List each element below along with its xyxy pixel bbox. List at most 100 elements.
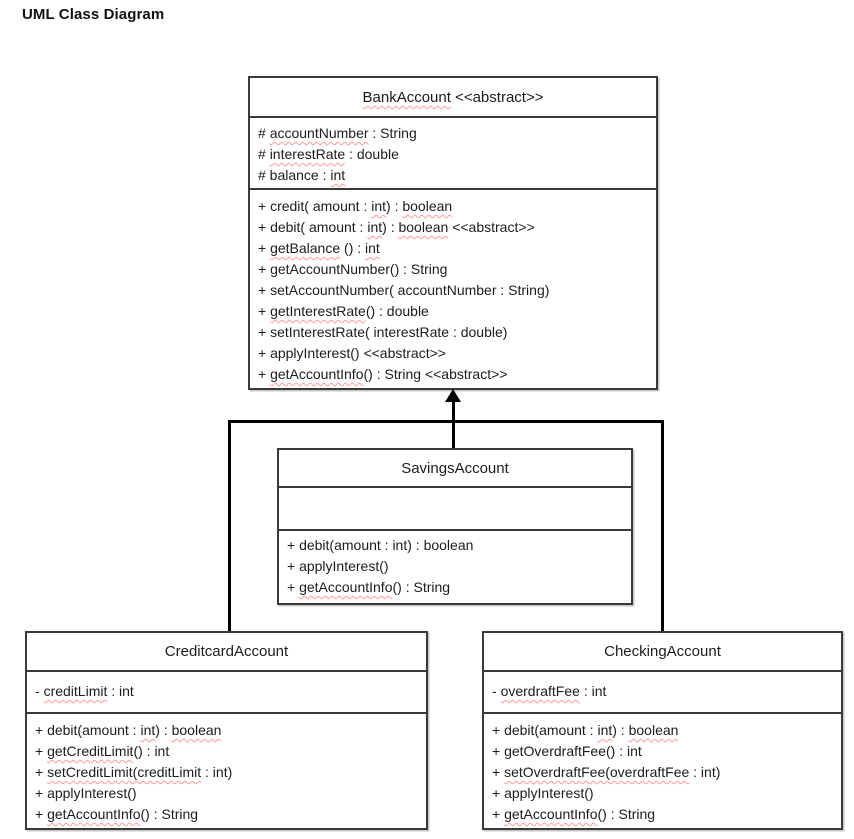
text-segment: # [258, 146, 270, 162]
uml-method-line: + getOverdraftFee() : int [492, 741, 833, 762]
text-segment: - [35, 683, 44, 699]
text-segment: + [258, 240, 271, 256]
misspelled-text: setOverdraftFee(overdraftFee [504, 764, 690, 780]
text-segment: + getOverdraftFee() : int [492, 743, 642, 759]
attributes-compartment: - overdraftFee : int [484, 672, 841, 714]
uml-method-line: + applyInterest() [492, 783, 833, 804]
inheritance-arrow-stem [452, 400, 455, 448]
misspelled-text: BankAccount [362, 89, 451, 106]
page-title: UML Class Diagram [22, 6, 165, 23]
text-segment: # [258, 125, 270, 141]
text-segment: () : String [140, 806, 199, 822]
uml-attribute-line: # accountNumber : String [258, 123, 648, 144]
connector-line-horizontal [228, 420, 664, 423]
uml-method-line: + debit( amount : int) : boolean <<abstr… [258, 217, 648, 238]
uml-method-line: + getAccountInfo() : String [287, 577, 623, 598]
text-segment: CreditcardAccount [164, 643, 289, 660]
uml-method-line: + getAccountInfo() : String <<abstract>> [258, 364, 648, 385]
text-segment: () : String <<abstract>> [363, 366, 508, 382]
class-box-checkingaccount: CheckingAccount - overdraftFee : int + d… [482, 631, 843, 830]
text-segment: # balance : [258, 167, 331, 183]
text-segment: + [258, 303, 271, 319]
text-segment: + [35, 743, 48, 759]
misspelled-text: getInterestRate [270, 303, 366, 319]
misspelled-text: getAccountInfo [47, 806, 141, 822]
misspelled-text: overdraftFee [500, 683, 580, 699]
text-segment: + [35, 764, 48, 780]
uml-method-line: + getInterestRate() : double [258, 301, 648, 322]
text-segment: + [492, 764, 505, 780]
class-title-creditcardaccount: CreditcardAccount [27, 633, 426, 672]
uml-method-line: + applyInterest() [35, 783, 418, 804]
class-box-creditcardaccount: CreditcardAccount - creditLimit : int + … [25, 631, 428, 830]
text-segment: + [287, 579, 300, 595]
text-segment: + setAccountNumber( accountNumber : Stri… [258, 282, 550, 298]
text-segment: + debit(amount : int) : boolean [287, 537, 474, 553]
text-segment: + setInterestRate( interestRate : double… [258, 324, 508, 340]
connector-line-left [228, 420, 231, 631]
text-segment: + applyInterest() <<abstract>> [258, 345, 446, 361]
misspelled-text: interestRate [269, 146, 346, 162]
text-segment: + [492, 806, 505, 822]
text-segment: CheckingAccount [604, 643, 721, 660]
text-segment: <<abstract>> [450, 89, 544, 106]
text-segment: <<abstract>> [448, 219, 535, 235]
text-segment: SavingsAccount [401, 460, 509, 477]
uml-method-line: + setAccountNumber( accountNumber : Stri… [258, 280, 648, 301]
misspelled-text: int [330, 167, 346, 183]
methods-compartment: + credit( amount : int) : boolean+ debit… [250, 190, 656, 388]
class-title-savingsaccount: SavingsAccount [279, 450, 631, 488]
uml-method-line: + getCreditLimit() : int [35, 741, 418, 762]
text-segment: () : String [597, 806, 656, 822]
text-segment: ) : [382, 219, 399, 235]
text-segment: + credit( amount : [258, 198, 372, 214]
misspelled-text: creditLimit [43, 683, 108, 699]
uml-method-line: + applyInterest() [287, 556, 623, 577]
misspelled-text: boolean [398, 219, 449, 235]
methods-compartment: + debit(amount : int) : boolean + applyIn… [279, 531, 631, 603]
text-segment: + debit(amount : [492, 722, 598, 738]
class-title-checkingaccount: CheckingAccount [484, 633, 841, 672]
text-segment: () : int [133, 743, 170, 759]
text-segment: : int [107, 683, 134, 699]
text-segment: : double [345, 146, 399, 162]
text-segment: () : [340, 240, 366, 256]
uml-method-line: + debit(amount : int) : boolean [287, 535, 623, 556]
misspelled-text: accountNumber [269, 125, 369, 141]
text-segment: + debit(amount : [35, 722, 141, 738]
uml-method-line: + getAccountInfo() : String [492, 804, 833, 825]
text-segment: + applyInterest() [287, 558, 389, 574]
text-segment: + debit( amount : [258, 219, 368, 235]
misspelled-text: int [140, 722, 156, 738]
misspelled-text: setCreditLimit(creditLimit [47, 764, 202, 780]
uml-attribute-line: # interestRate : double [258, 144, 648, 165]
text-segment: + applyInterest() [35, 785, 137, 801]
text-segment: () : double [365, 303, 429, 319]
misspelled-text: boolean [628, 722, 679, 738]
text-segment: - [492, 683, 501, 699]
methods-compartment: + debit(amount : int) : boolean + getOver… [484, 714, 841, 828]
misspelled-text: getAccountInfo [504, 806, 598, 822]
text-segment: : String [368, 125, 417, 141]
misspelled-text: int [597, 722, 613, 738]
misspelled-text: int [365, 240, 380, 256]
text-segment: ) : [612, 722, 629, 738]
connector-line-right [661, 420, 664, 631]
misspelled-text: boolean [171, 722, 222, 738]
text-segment: + applyInterest() [492, 785, 594, 801]
uml-method-line: + debit(amount : int) : boolean [492, 720, 833, 741]
text-segment: () : String [392, 579, 451, 595]
uml-method-line: + debit(amount : int) : boolean [35, 720, 418, 741]
class-title-bankaccount: BankAccount <<abstract>> [250, 78, 656, 118]
uml-method-line: + getAccountInfo() : String [35, 804, 418, 825]
misspelled-text: boolean [402, 198, 453, 214]
uml-method-line: + getBalance () : int [258, 238, 648, 259]
text-segment: + getAccountNumber() : String [258, 261, 448, 277]
misspelled-text: getAccountInfo [299, 579, 393, 595]
uml-attribute-line: - overdraftFee : int [492, 681, 833, 702]
uml-attribute-line: # balance : int [258, 165, 648, 186]
methods-compartment: + debit(amount : int) : boolean+ getCred… [27, 714, 426, 828]
class-box-savingsaccount: SavingsAccount + debit(amount : int) : b… [277, 448, 633, 605]
text-segment: ) : [386, 198, 403, 214]
